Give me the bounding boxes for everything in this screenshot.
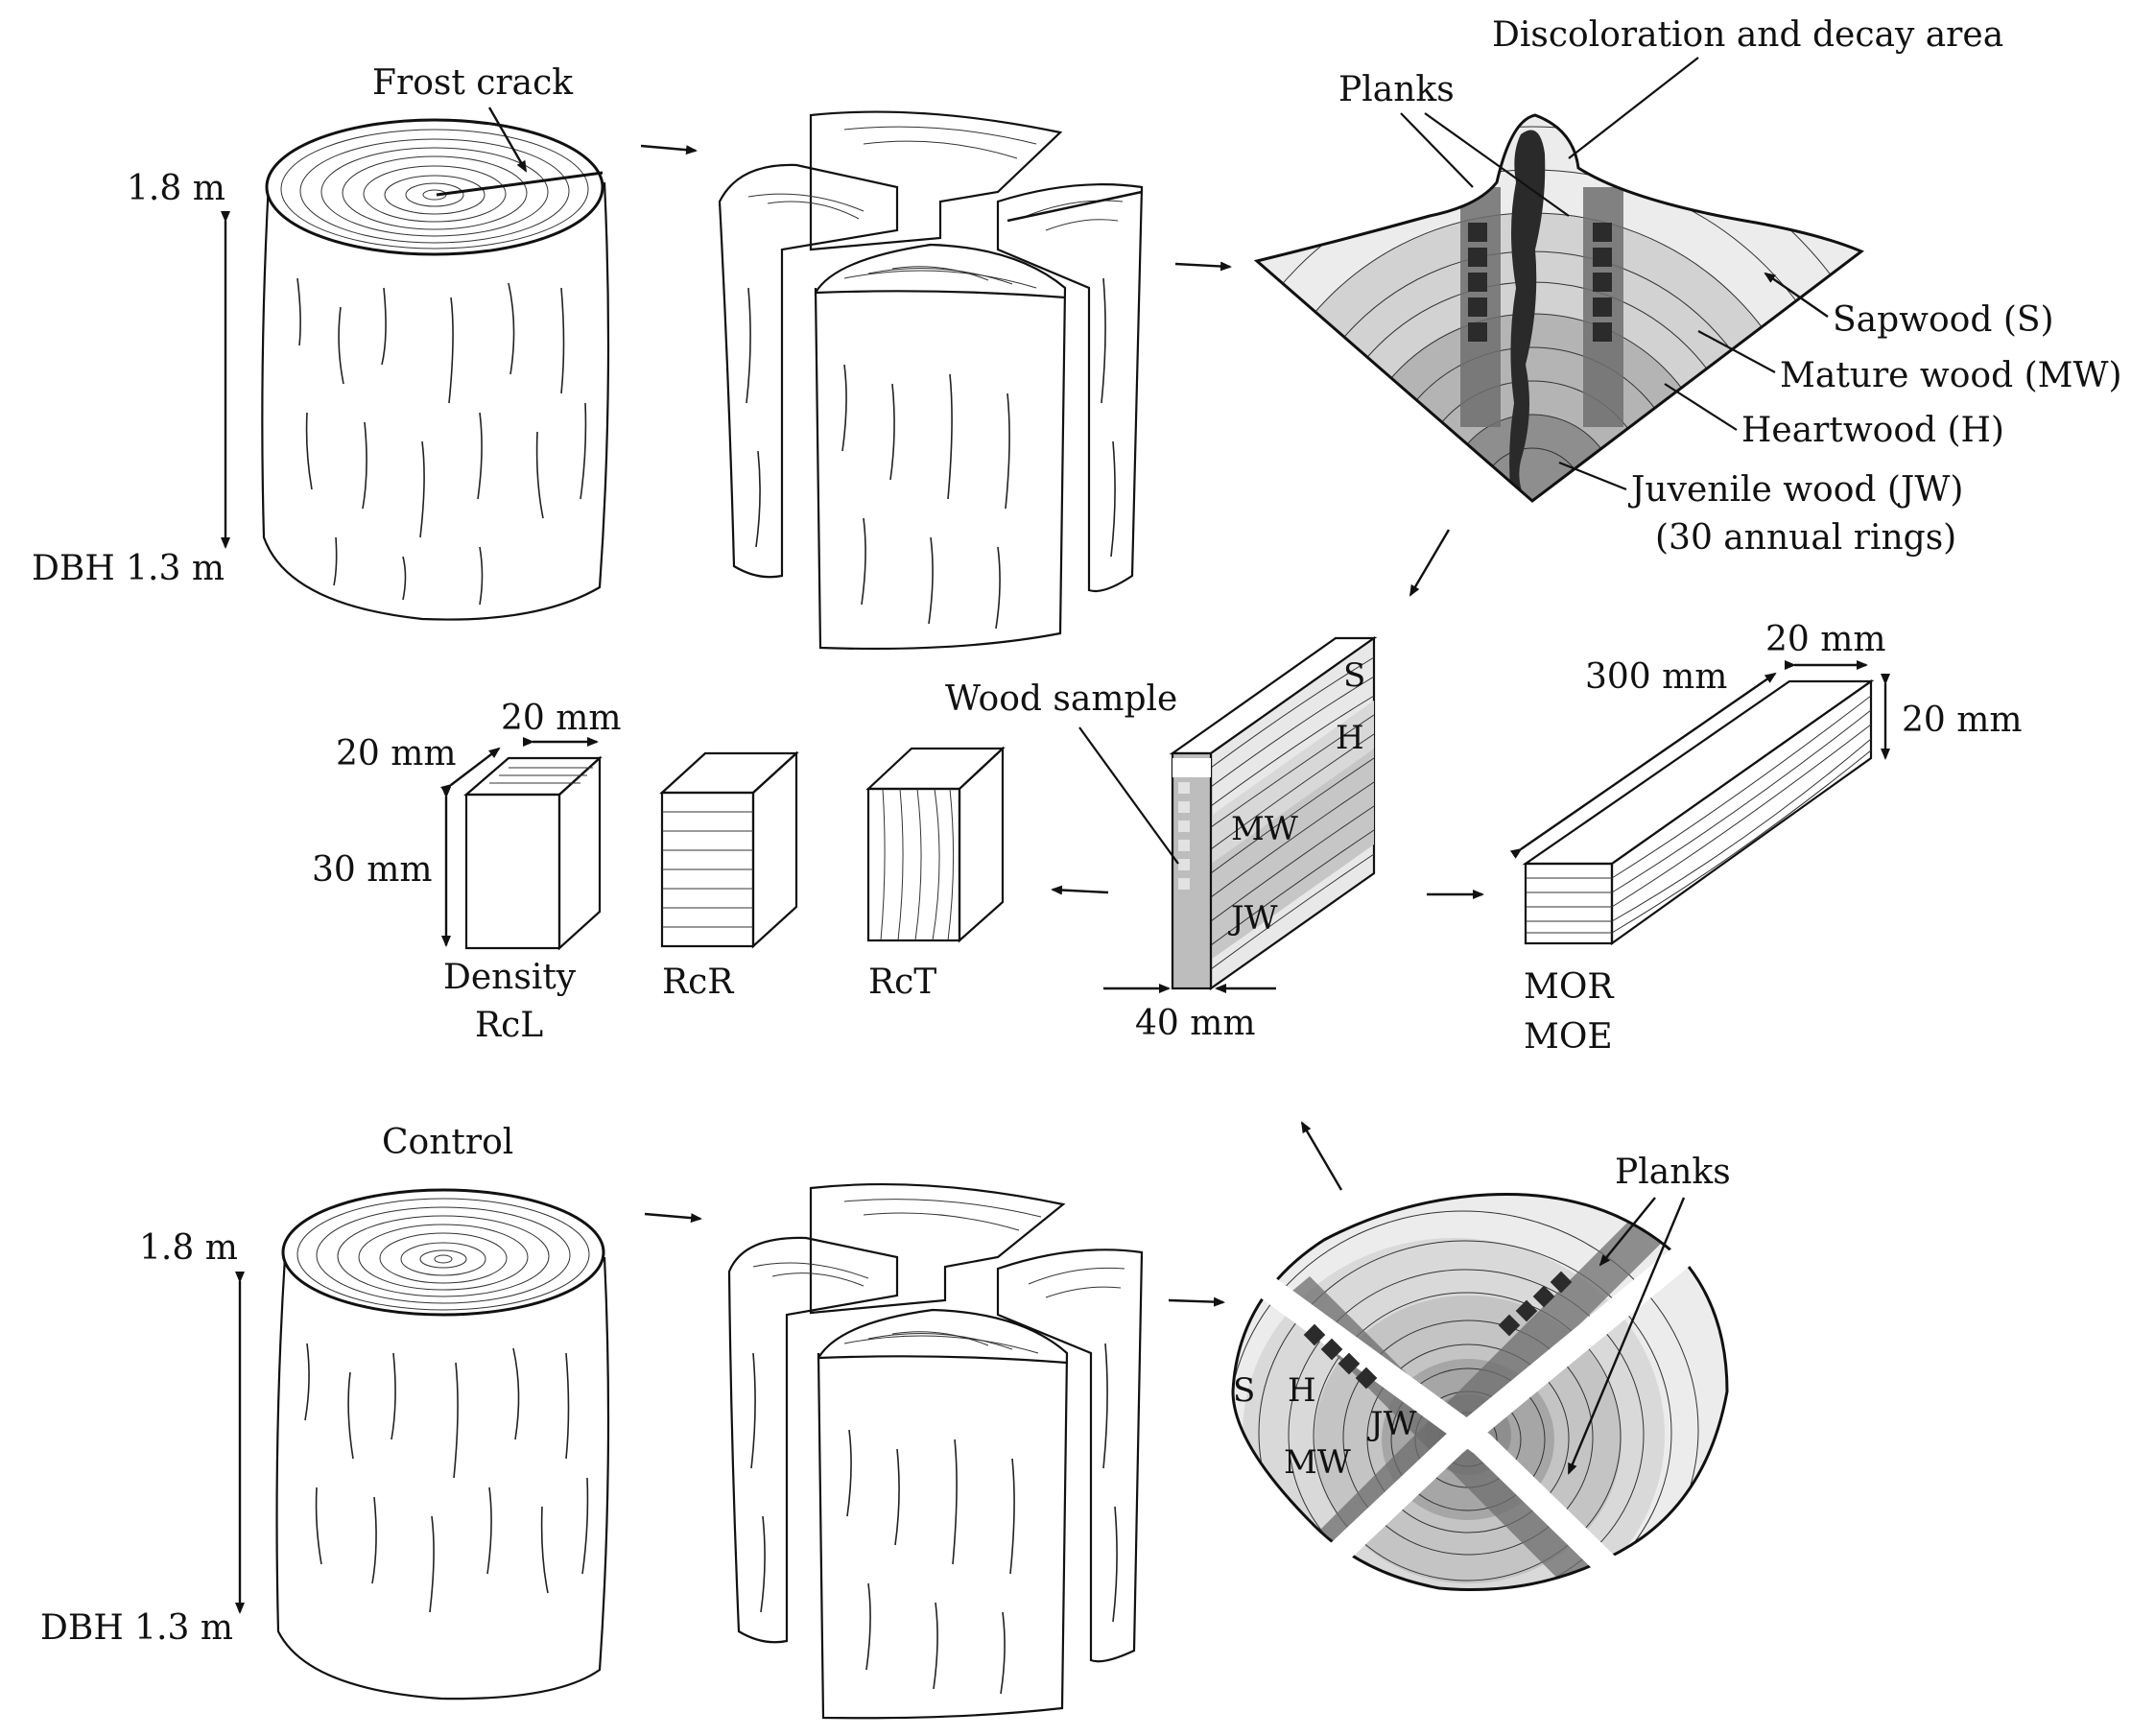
flow-arrow-5 xyxy=(1168,1296,1225,1307)
rcr-label: RcR xyxy=(662,963,734,1002)
mature-wood-label: Mature wood (MW) xyxy=(1780,356,2122,395)
quartered-disk xyxy=(1231,1192,1729,1631)
rcl-label: RcL xyxy=(475,1006,543,1045)
dbh-label-top: DBH 1.3 m xyxy=(32,549,225,588)
disk-jw-label: JW xyxy=(1367,1405,1417,1443)
flow-arrow-3 xyxy=(1409,529,1451,597)
log-rings xyxy=(280,129,589,250)
rct-label: RcT xyxy=(868,963,936,1002)
dim-40mm: 40 mm xyxy=(1135,1004,1256,1043)
disk-mw-label: MW xyxy=(1284,1443,1351,1482)
mor-label: MOR xyxy=(1524,967,1614,1007)
control-log xyxy=(275,1188,610,1700)
juvenile-wood-label: Juvenile wood (JW) xyxy=(1627,470,1963,510)
planks-label-bottom: Planks xyxy=(1615,1153,1731,1192)
juvenile-rings-label: (30 annual rings) xyxy=(1655,518,1956,558)
rct-specimen xyxy=(865,746,1006,943)
dim-30mm: 30 mm xyxy=(312,850,433,890)
sample-jw-label: JW xyxy=(1228,899,1278,938)
density-label: Density xyxy=(443,958,577,997)
flow-arrow-2 xyxy=(1174,261,1232,272)
log-frost-crack xyxy=(261,118,610,621)
decay-area xyxy=(1509,130,1546,501)
sample-s-label: S xyxy=(1343,656,1365,695)
heartwood-label: Heartwood (H) xyxy=(1741,411,2004,450)
quartered-log-bottom xyxy=(727,1182,1144,1720)
rcr-specimen xyxy=(659,750,799,949)
disk-h-label: H xyxy=(1288,1371,1316,1410)
flow-arrow-up xyxy=(1300,1121,1343,1191)
dim-20mm-width: 20 mm xyxy=(501,699,622,738)
dim-20mm-depth: 20 mm xyxy=(336,734,457,773)
sample-h-label: H xyxy=(1336,719,1364,757)
height-label-bottom: 1.8 m xyxy=(139,1228,238,1268)
frost-crack-line xyxy=(436,171,604,197)
flow-arrow-1 xyxy=(640,144,698,155)
moe-label: MOE xyxy=(1524,1017,1613,1057)
dim-20mm-beam-width: 20 mm xyxy=(1765,620,1886,659)
sapwood-label: Sapwood (S) xyxy=(1833,300,2054,340)
flow-arrow-4 xyxy=(644,1212,702,1224)
sample-mw-label: MW xyxy=(1231,810,1298,848)
height-label-top: 1.8 m xyxy=(127,169,225,208)
disk-s-label: S xyxy=(1233,1371,1255,1410)
bending-beam xyxy=(1522,678,1875,946)
planks-label-top: Planks xyxy=(1338,70,1455,109)
dim-300mm: 300 mm xyxy=(1585,657,1727,697)
disk-plank-2 xyxy=(1286,1194,1693,1588)
wood-sample-label: Wood sample xyxy=(945,679,1177,719)
wood-sample-board xyxy=(1169,635,1378,991)
discoloration-label: Discoloration and decay area xyxy=(1492,15,2003,55)
quartered-log-top xyxy=(718,110,1144,651)
dbh-label-bottom: DBH 1.3 m xyxy=(40,1608,233,1648)
dim-20mm-beam-height: 20 mm xyxy=(1902,701,2023,740)
density-rcl-specimen xyxy=(463,755,603,951)
frost-crack-label: Frost crack xyxy=(372,63,574,103)
control-label: Control xyxy=(382,1123,513,1162)
flow-arrow-left xyxy=(1051,885,1109,895)
